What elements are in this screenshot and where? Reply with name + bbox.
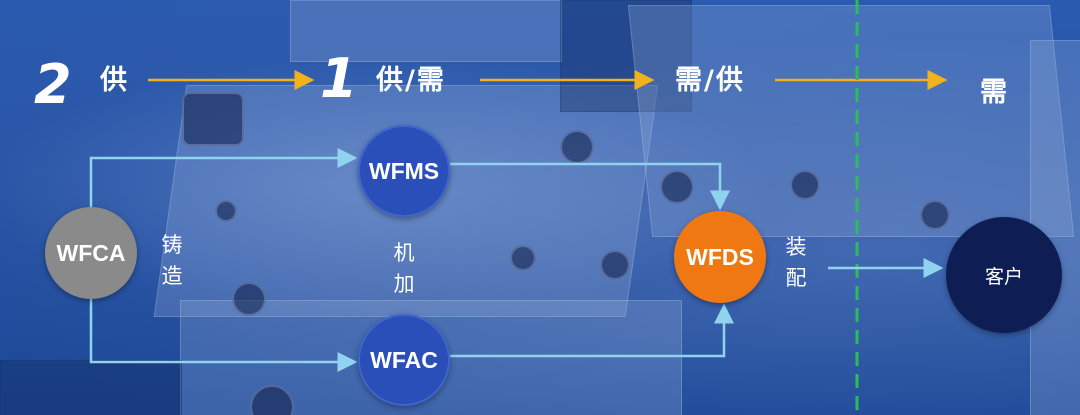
background-machine-block [0, 360, 182, 415]
stage-label: 需/供 [675, 65, 745, 96]
background-bolt [600, 250, 630, 280]
process-label-machining: 机 加 [390, 238, 418, 300]
background-machine-block [560, 0, 692, 112]
node-wfms: WFMS [358, 125, 450, 217]
node-customer: 客户 [946, 217, 1062, 333]
flow-arrow-wfac-wfds [450, 303, 734, 358]
background-machine-block [290, 0, 562, 62]
stage-label: 供 [100, 65, 129, 96]
node-wfca: WFCA [45, 207, 137, 299]
background-bolt [182, 92, 244, 146]
node-wfds: WFDS [674, 211, 766, 303]
process-label-casting: 铸 造 [158, 230, 186, 292]
stage-label: 供/需 [376, 65, 446, 96]
background-bolt [510, 245, 536, 271]
process-char: 加 [393, 272, 415, 296]
process-char: 机 [393, 241, 415, 265]
background-bolt [660, 170, 694, 204]
background-bolt [215, 200, 237, 222]
flow-arrow-wfms-wfds [450, 162, 730, 211]
background-bolt [790, 170, 820, 200]
process-char: 铸 [161, 233, 183, 257]
background-bolt [250, 385, 294, 415]
process-char: 配 [785, 266, 807, 290]
process-char: 造 [161, 264, 183, 288]
flow-arrow-wfca-wfac [89, 299, 358, 372]
background-bolt [560, 130, 594, 164]
background-bolt [232, 282, 266, 316]
process-char: 装 [785, 235, 807, 259]
stage-number: 1 [320, 47, 358, 110]
process-label-assembly: 装 配 [782, 232, 810, 294]
background-bolt [920, 200, 950, 230]
stage-label: 需 [980, 77, 1009, 108]
node-wfac: WFAC [358, 314, 450, 406]
flow-arrow-wfca-wfms [89, 148, 358, 207]
stage-number: 2 [34, 53, 72, 116]
